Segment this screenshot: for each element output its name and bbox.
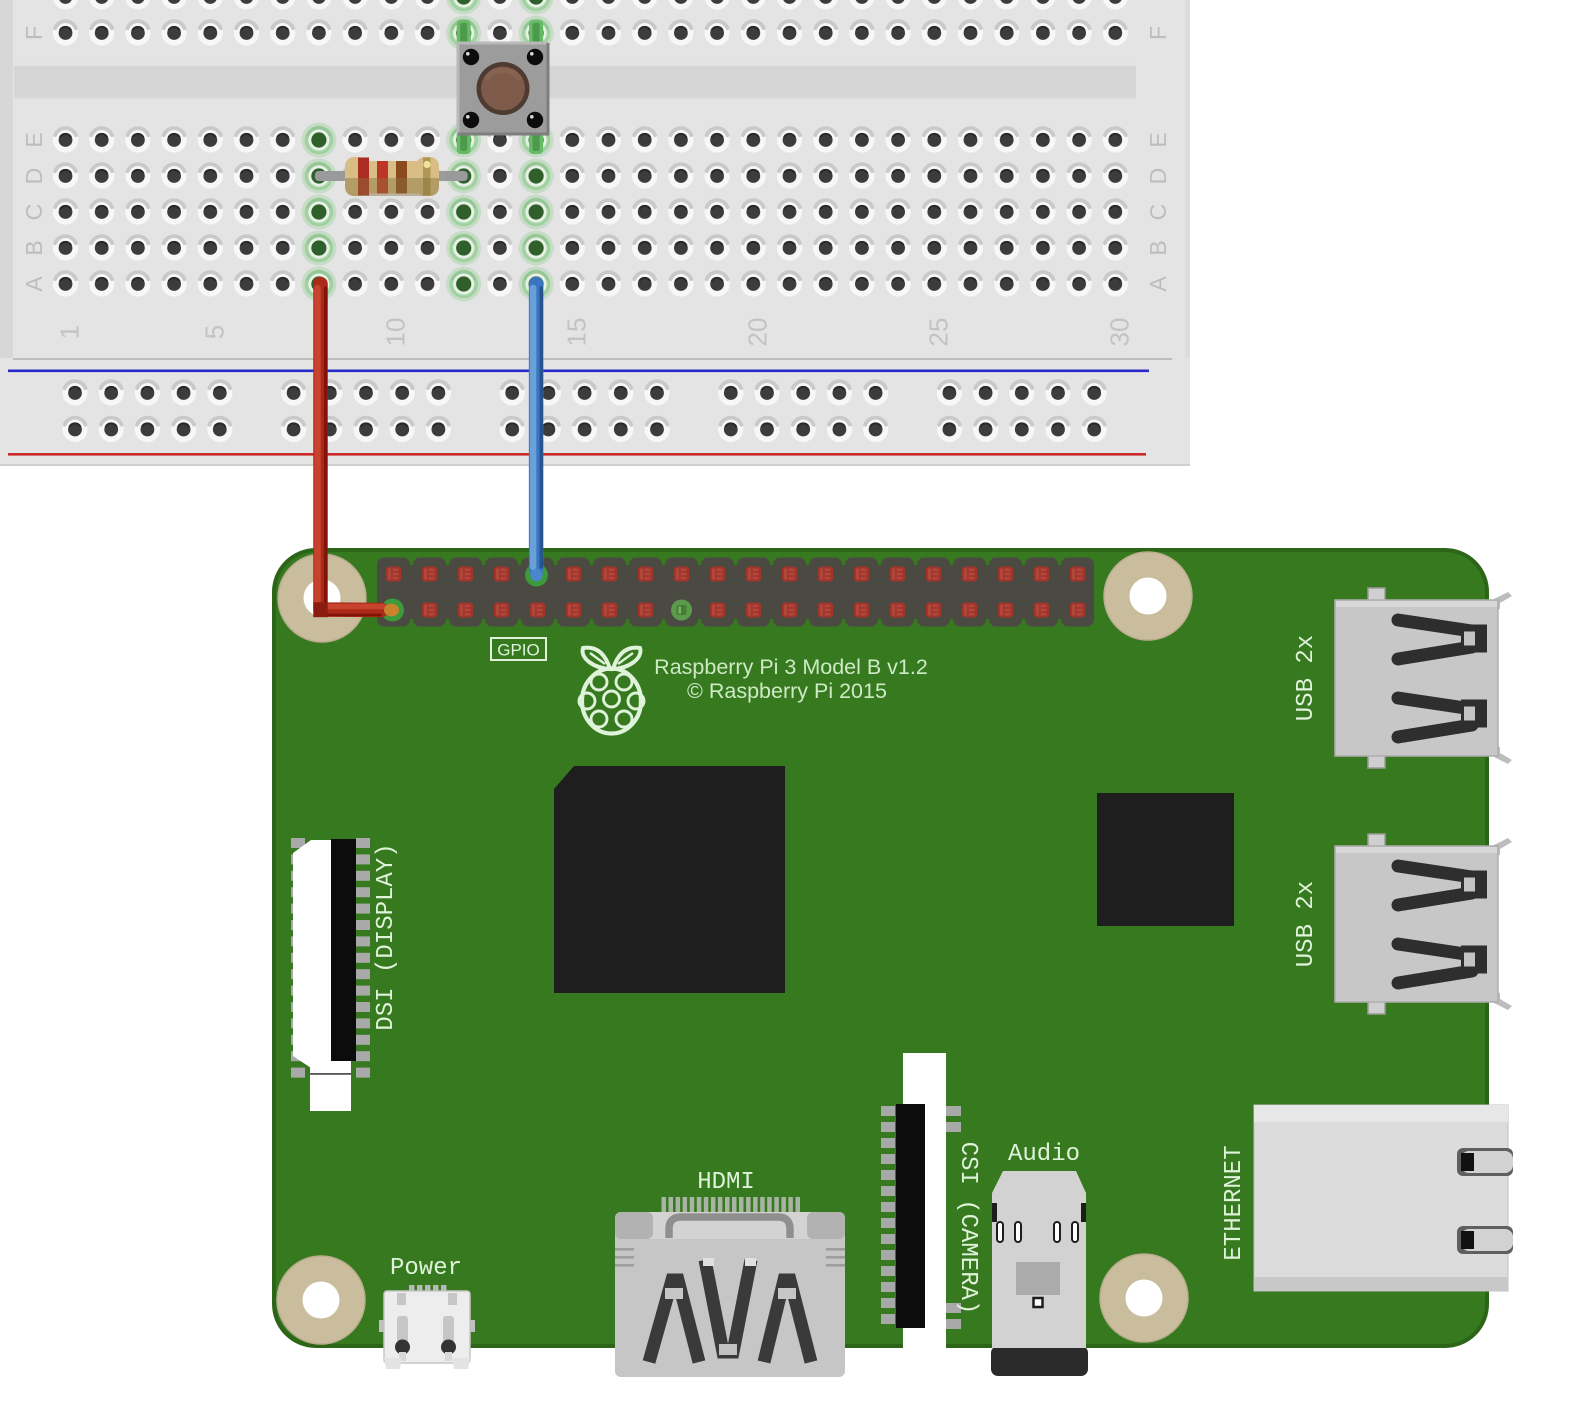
svg-text:30: 30	[1104, 318, 1134, 347]
svg-text:Audio: Audio	[1008, 1141, 1080, 1168]
svg-text:Raspberry Pi 3 Model B v1.2: Raspberry Pi 3 Model B v1.2	[654, 655, 928, 679]
svg-text:25: 25	[923, 318, 953, 347]
svg-text:D: D	[21, 168, 47, 185]
svg-text:5: 5	[199, 325, 229, 339]
svg-text:USB 2x: USB 2x	[1293, 635, 1320, 721]
svg-text:GPIO: GPIO	[497, 641, 540, 660]
svg-text:B: B	[21, 240, 47, 255]
svg-text:C: C	[1145, 204, 1171, 221]
svg-text:E: E	[21, 132, 47, 147]
svg-text:© Raspberry Pi 2015: © Raspberry Pi 2015	[687, 679, 887, 703]
svg-text:D: D	[1145, 168, 1171, 185]
svg-text:C: C	[21, 204, 47, 221]
svg-text:ETHERNET: ETHERNET	[1221, 1145, 1248, 1260]
svg-text:F: F	[1145, 26, 1171, 40]
svg-text:E: E	[1145, 132, 1171, 147]
svg-text:DSI (DISPLAY): DSI (DISPLAY)	[373, 843, 400, 1030]
svg-text:A: A	[21, 276, 47, 292]
svg-text:10: 10	[380, 318, 410, 347]
svg-text:20: 20	[742, 318, 772, 347]
svg-text:15: 15	[561, 318, 591, 347]
svg-text:Power: Power	[390, 1255, 462, 1282]
svg-text:F: F	[21, 26, 47, 40]
svg-text:A: A	[1145, 276, 1171, 292]
svg-text:HDMI: HDMI	[697, 1169, 755, 1196]
svg-text:USB 2x: USB 2x	[1293, 881, 1320, 967]
svg-text:1: 1	[55, 325, 85, 339]
svg-text:B: B	[1145, 240, 1171, 255]
svg-text:CSI (CAMERA): CSI (CAMERA)	[954, 1142, 981, 1315]
